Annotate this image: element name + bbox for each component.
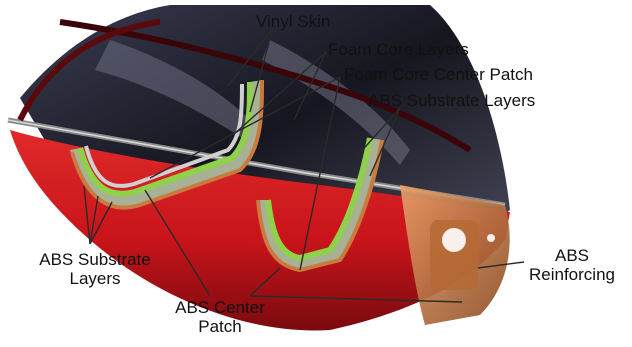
- label-abs-center-patch-line2: Patch: [160, 317, 280, 336]
- label-abs-substrate-line1: ABS Substrate: [20, 250, 170, 269]
- label-abs-center-patch-line1: ABS Center: [160, 298, 280, 317]
- label-abs-reinforcing-line2: Reinforcing: [522, 265, 622, 284]
- label-abs-substrate-line2: Layers: [20, 269, 170, 288]
- label-foam-core-center-patch: Foam Core Center Patch: [344, 65, 533, 84]
- label-abs-center-patch: ABS Center Patch: [160, 298, 280, 336]
- tip-reinforcing: [400, 185, 510, 325]
- label-abs-reinforcing-line1: ABS: [522, 246, 622, 265]
- label-abs-reinforcing: ABS Reinforcing: [522, 246, 622, 284]
- label-foam-core-layers: Foam Core Layers: [328, 40, 469, 59]
- label-vinyl-skin: Vinyl Skin: [256, 12, 330, 31]
- label-abs-substrate-layers-left: ABS Substrate Layers: [20, 250, 170, 288]
- label-abs-substrate-layers-right: ABS Substrate Layers: [368, 91, 535, 110]
